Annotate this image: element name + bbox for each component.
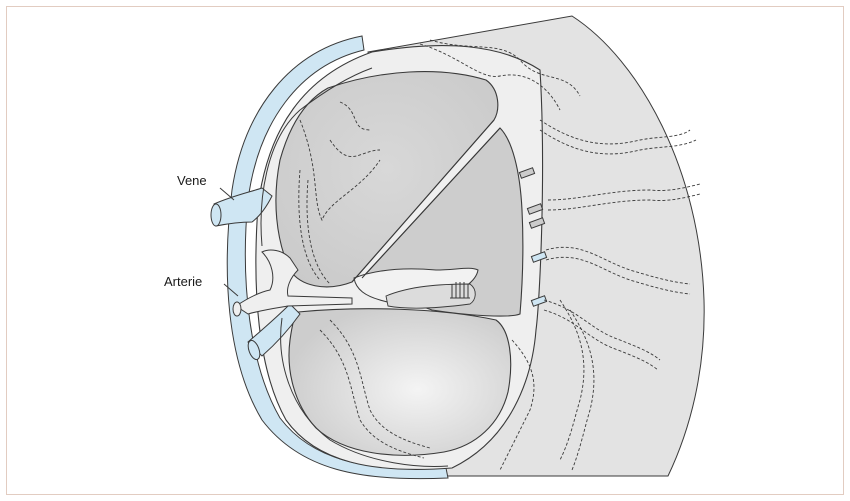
label-artery: Arterie <box>164 274 202 289</box>
artery-opening <box>233 302 241 316</box>
vein-opening <box>211 204 221 226</box>
label-vein: Vene <box>177 173 207 188</box>
